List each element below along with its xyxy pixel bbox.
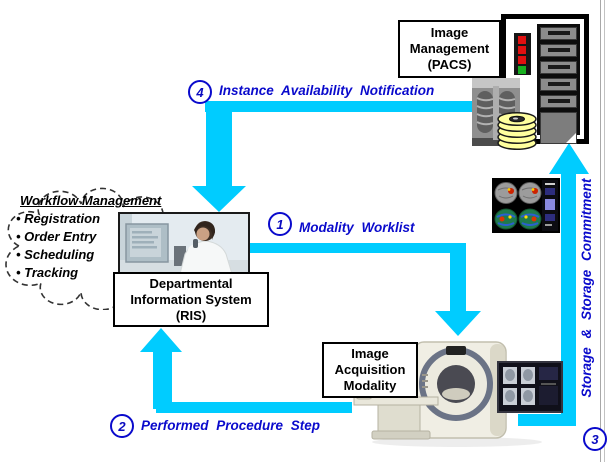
arrow4-horizontal-bar [205, 101, 472, 112]
cloud-item-registration: • Registration [16, 211, 101, 226]
ris-line-2: Information System [130, 291, 252, 307]
ct-scanner-image [353, 341, 563, 447]
cloud-item-order-entry: • Order Entry [16, 229, 97, 244]
flow2-number-badge: 2 [110, 414, 134, 438]
brain-scan-image [492, 178, 560, 233]
cloud-item-tracking: • Tracking [16, 265, 79, 280]
rack-slot [540, 95, 577, 108]
modality-line-1: Image [351, 346, 389, 361]
ris-line-1: Departmental [149, 275, 233, 291]
flow2-label: Performed Procedure Step [141, 418, 321, 433]
arrow4-vertical-bar [206, 104, 232, 188]
node-pacs: Image Management (PACS) [398, 20, 501, 78]
arrow4-arrowhead-down [192, 186, 246, 212]
rack-slot [540, 61, 577, 74]
flow1-number-badge: 1 [268, 212, 292, 236]
rack-led-panel [514, 33, 531, 75]
arrow3-arrowhead-up [549, 143, 589, 174]
pacs-line-1: Image [430, 25, 469, 40]
arrow1-arrowhead-down [435, 311, 481, 336]
slide-edge-line [600, 0, 601, 462]
rack-slot [540, 27, 577, 40]
rack-slot [540, 44, 577, 57]
disk-stack-icon [497, 111, 537, 150]
modality-line-3: Modality [343, 378, 397, 393]
arrow1-horizontal-bar [246, 243, 466, 253]
modality-line-2: Acquisition [334, 362, 406, 377]
person-workstation-photo [118, 212, 250, 276]
pacs-line-2: Management [409, 41, 490, 56]
arrow3-vertical-bar [561, 172, 576, 426]
arrow2-arrowhead-up [140, 328, 182, 352]
pacs-line-3: (PACS) [427, 57, 472, 72]
node-modality: Image Acquisition Modality [322, 342, 418, 398]
node-ris: Departmental Information System (RIS) [113, 272, 269, 327]
arrow2-horizontal-bar [156, 402, 352, 413]
slide-edge-line-outer [604, 0, 605, 462]
rack-slot [540, 78, 577, 91]
flow3-label: Storage & Storage Commitment [579, 178, 594, 398]
arrow2-vertical-bar [153, 351, 172, 409]
flow4-label: Instance Availability Notification [219, 83, 435, 98]
cloud-title: Workflow Management [20, 193, 162, 208]
flow4-number-badge: 4 [188, 80, 212, 104]
arrow1-vertical-bar [450, 247, 466, 313]
rack-bottom-panel [540, 112, 577, 144]
cloud-item-scheduling: • Scheduling [16, 247, 95, 262]
flow1-label: Modality Worklist [299, 220, 415, 235]
ris-line-3: (RIS) [175, 307, 207, 323]
flow3-number-badge: 3 [583, 427, 607, 451]
rack-tower [537, 24, 580, 144]
